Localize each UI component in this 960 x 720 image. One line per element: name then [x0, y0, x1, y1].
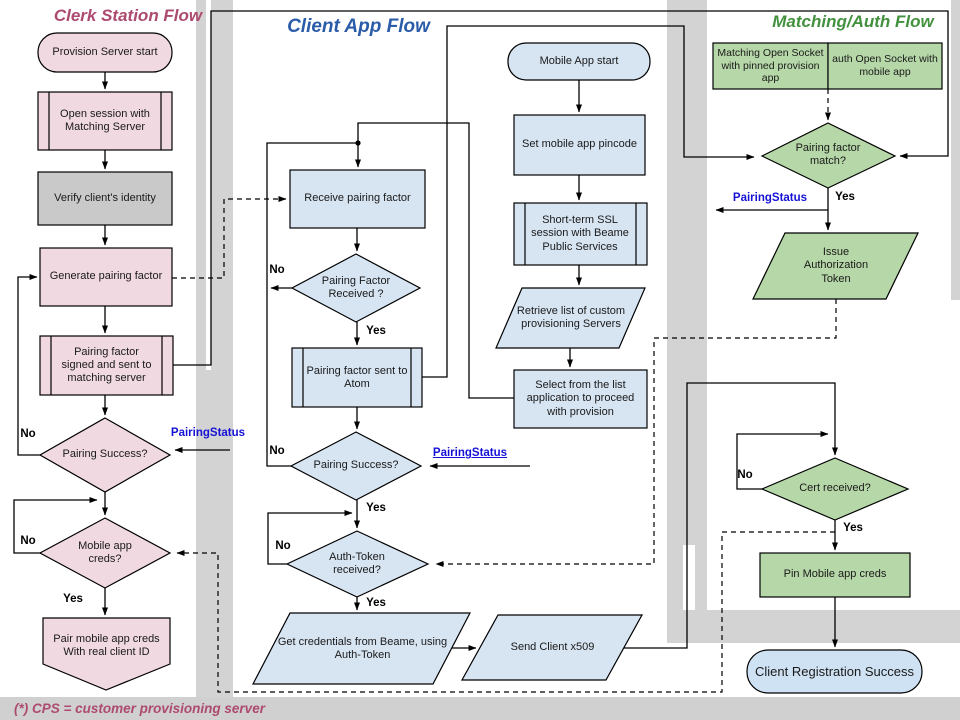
node-issue-token — [752, 232, 919, 300]
node-mobile-start — [507, 42, 651, 81]
edge-success2-no-loop — [266, 142, 358, 467]
node-pairing-received — [290, 253, 422, 323]
node-sent-to-atom — [291, 347, 423, 408]
registration-success-label: Client Registration Success — [755, 664, 914, 680]
no-label-auth-token: No — [275, 540, 291, 553]
edge-success-no-loop — [17, 274, 43, 456]
node-retrieve-list — [495, 287, 646, 349]
no-label-cert-received: No — [737, 469, 753, 482]
edge-generate-to-receive-dashed — [172, 196, 287, 279]
receive-pairing-label: Receive pairing factor — [304, 192, 411, 205]
no-label-pairing-received: No — [269, 264, 285, 277]
node-ssl-session — [513, 202, 648, 266]
pairing-success-client-label: Pairing Success? — [313, 459, 399, 472]
lane-band-left-channel — [206, 0, 211, 370]
matching-flow-title: Matching/Auth Flow — [772, 12, 934, 31]
verify-identity-label: Verify client's identity — [54, 191, 156, 204]
edge-select-to-receive — [357, 122, 514, 399]
lane-band-right-channel — [683, 545, 695, 612]
yes-label-cert-received: Yes — [843, 522, 863, 535]
node-generate-pairing — [39, 247, 173, 307]
auth-socket-label: auth Open Socket with mobile app — [832, 53, 938, 78]
yes-label-pairing-match: Yes — [835, 191, 855, 204]
node-set-pincode — [513, 114, 646, 176]
no-label-pairing-success-client: No — [269, 445, 285, 458]
mobile-creds-label: Mobile app creds? — [78, 539, 132, 565]
yes-label-auth-token: Yes — [366, 597, 386, 610]
node-provision-start — [37, 32, 173, 73]
send-x509-label: Send Client x509 — [510, 641, 595, 654]
ssl-session-label: Short-term SSL session with Beame Public… — [531, 214, 629, 253]
set-pincode-label: Set mobile app pincode — [522, 138, 637, 151]
yes-label-pairing-received: Yes — [366, 325, 386, 338]
edge-mobilecreds-no-loop — [13, 497, 98, 554]
pairing-status-label-matching: PairingStatus — [732, 192, 808, 205]
junction-dot — [355, 140, 361, 146]
node-mobile-creds — [38, 517, 172, 589]
issue-token-label: Issue Authorization Token — [803, 246, 869, 285]
lane-band-far-right — [951, 0, 960, 300]
edge-cert-to-mobilecreds-dashed — [176, 531, 835, 693]
edge-cert-no-loop — [736, 431, 829, 490]
edge-sendx509-to-cert — [624, 382, 838, 649]
edge-token-to-authreceived-dashed — [435, 299, 837, 567]
node-matching-socket — [712, 42, 829, 90]
node-pair-mobile-creds — [42, 617, 171, 691]
node-pairing-match — [760, 122, 897, 189]
node-select-app — [513, 369, 648, 429]
open-session-label: Open session with Matching Server — [60, 107, 150, 133]
pairing-status-label-clerk: PairingStatus — [170, 427, 246, 440]
lane-band-horizontal — [667, 610, 960, 643]
mobile-start-label: Mobile App start — [539, 54, 619, 67]
yes-label-pairing-success-client: Yes — [366, 502, 386, 515]
no-label-mobile-creds: No — [20, 535, 36, 548]
pairing-match-label: Pairing factor match? — [795, 141, 861, 167]
node-open-session — [37, 91, 173, 151]
pair-mobile-creds-label: Pair mobile app creds With real client I… — [53, 632, 160, 658]
pairing-success-clerk-label: Pairing Success? — [62, 448, 148, 461]
lane-band-left — [196, 0, 233, 697]
node-pairing-success-clerk — [38, 417, 172, 493]
pairing-received-label: Pairing Factor Received ? — [321, 274, 391, 300]
edge-signed-to-matching — [173, 10, 949, 366]
yes-label-mobile-creds: Yes — [63, 593, 83, 606]
generate-pairing-label: Generate pairing factor — [49, 270, 163, 283]
retrieve-list-label: Retrieve list of custom provisioning Ser… — [516, 304, 626, 330]
matching-socket-label: Matching Open Socket with pinned provisi… — [717, 47, 824, 85]
node-auth-socket — [827, 42, 943, 90]
pairing-status-label-client: PairingStatus — [432, 447, 508, 460]
node-cert-received — [760, 457, 910, 521]
node-get-credentials — [252, 612, 471, 685]
sent-to-atom-label: Pairing factor sent to Atom — [306, 364, 408, 390]
no-label-pairing-success-clerk: No — [20, 428, 36, 441]
edge-authtoken-no-loop — [267, 510, 353, 565]
node-pin-creds — [759, 552, 911, 598]
cert-received-label: Cert received? — [799, 482, 871, 495]
node-pairing-signed — [39, 335, 174, 396]
node-send-x509 — [460, 614, 644, 681]
node-receive-pairing — [289, 169, 426, 229]
select-app-label: Select from the list application to proc… — [526, 379, 635, 418]
edge-atom-to-match — [422, 25, 755, 378]
footer-bar — [0, 697, 960, 720]
footer-note: (*) CPS = customer provisioning server — [14, 700, 265, 716]
pairing-signed-label: Pairing factor signed and sent to matchi… — [61, 345, 152, 385]
auth-token-received-label: Auth-Token received? — [329, 550, 385, 576]
node-registration-success — [746, 649, 923, 694]
client-flow-title: Client App Flow — [287, 16, 430, 37]
pin-creds-label: Pin Mobile app creds — [783, 568, 887, 581]
provision-start-label: Provision Server start — [52, 46, 158, 59]
clerk-flow-title: Clerk Station Flow — [53, 6, 203, 25]
node-auth-token-received — [285, 530, 430, 598]
node-verify-identity — [37, 171, 173, 226]
get-credentials-label: Get credentials from Beame, using Auth-T… — [277, 635, 448, 661]
node-pairing-success-client — [289, 431, 423, 501]
